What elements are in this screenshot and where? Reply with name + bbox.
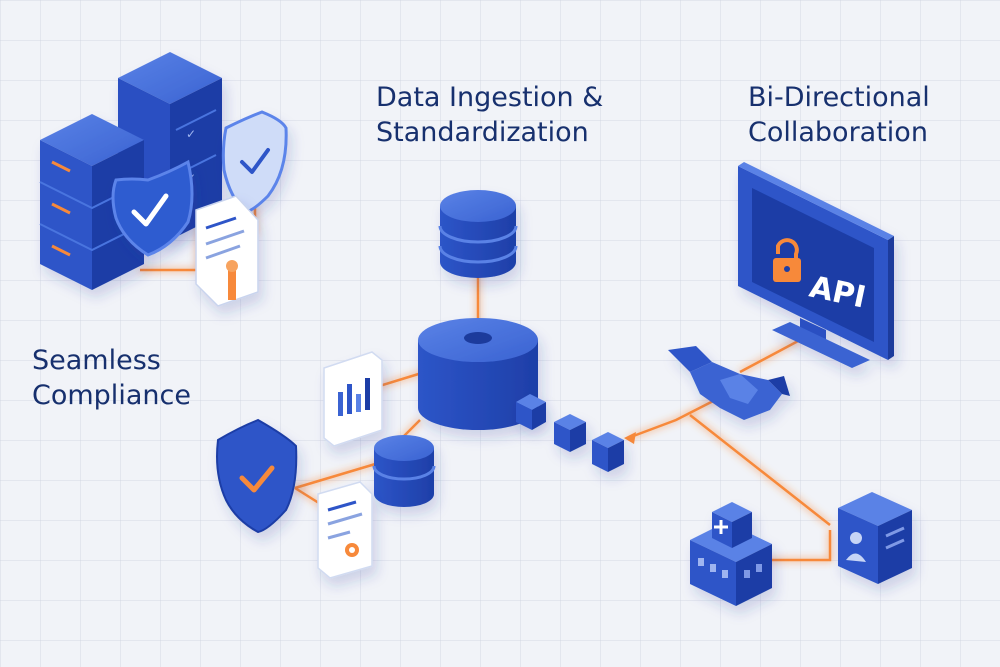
compliance-label: Seamless Compliance xyxy=(32,343,191,413)
lock-icon xyxy=(773,238,801,282)
connector-db-to-shield xyxy=(294,460,383,490)
data-block-icon xyxy=(516,394,546,430)
ingestion-label: Data Ingestion & Standardization xyxy=(376,80,603,150)
arrow-head-icon xyxy=(624,432,636,444)
connector-handshake-to-queue xyxy=(627,393,726,440)
data-block-icon xyxy=(554,414,586,452)
connector-card-to-hospital xyxy=(760,530,832,562)
shield-check-icon xyxy=(111,159,194,257)
collaboration-label-line-1: Bi-Directional xyxy=(748,82,930,113)
server-rack-icon: ✓ ✓ xyxy=(39,52,222,290)
compliance-label-line-1: Seamless xyxy=(32,345,161,376)
document-seal-icon xyxy=(317,481,373,579)
hub-cylinder-icon xyxy=(418,318,538,430)
connector-handshake-to-card xyxy=(689,414,831,526)
ingestion-label-line-1: Data Ingestion & xyxy=(376,82,604,113)
monitor-icon xyxy=(738,162,894,368)
ingestion-label-line-2: Standardization xyxy=(376,117,589,148)
svg-text:✓: ✓ xyxy=(186,127,196,141)
shield-check-lower-icon xyxy=(216,418,298,534)
compliance-label-line-2: Compliance xyxy=(32,380,191,411)
database-small-icon xyxy=(372,435,436,507)
bar-chart-icon xyxy=(323,351,383,447)
data-block-icon xyxy=(592,432,624,472)
handshake-icon xyxy=(668,346,790,420)
contact-card-icon xyxy=(838,492,912,584)
collaboration-label: Bi-Directional Collaboration xyxy=(748,80,930,150)
collaboration-label-line-2: Collaboration xyxy=(748,117,928,148)
connector-api-to-handshake xyxy=(739,338,801,374)
data-block-queue xyxy=(516,394,624,472)
database-icon xyxy=(438,190,518,278)
shield-check-light-icon xyxy=(221,110,288,214)
document-certificate-icon xyxy=(195,195,259,307)
hospital-icon xyxy=(690,502,772,606)
